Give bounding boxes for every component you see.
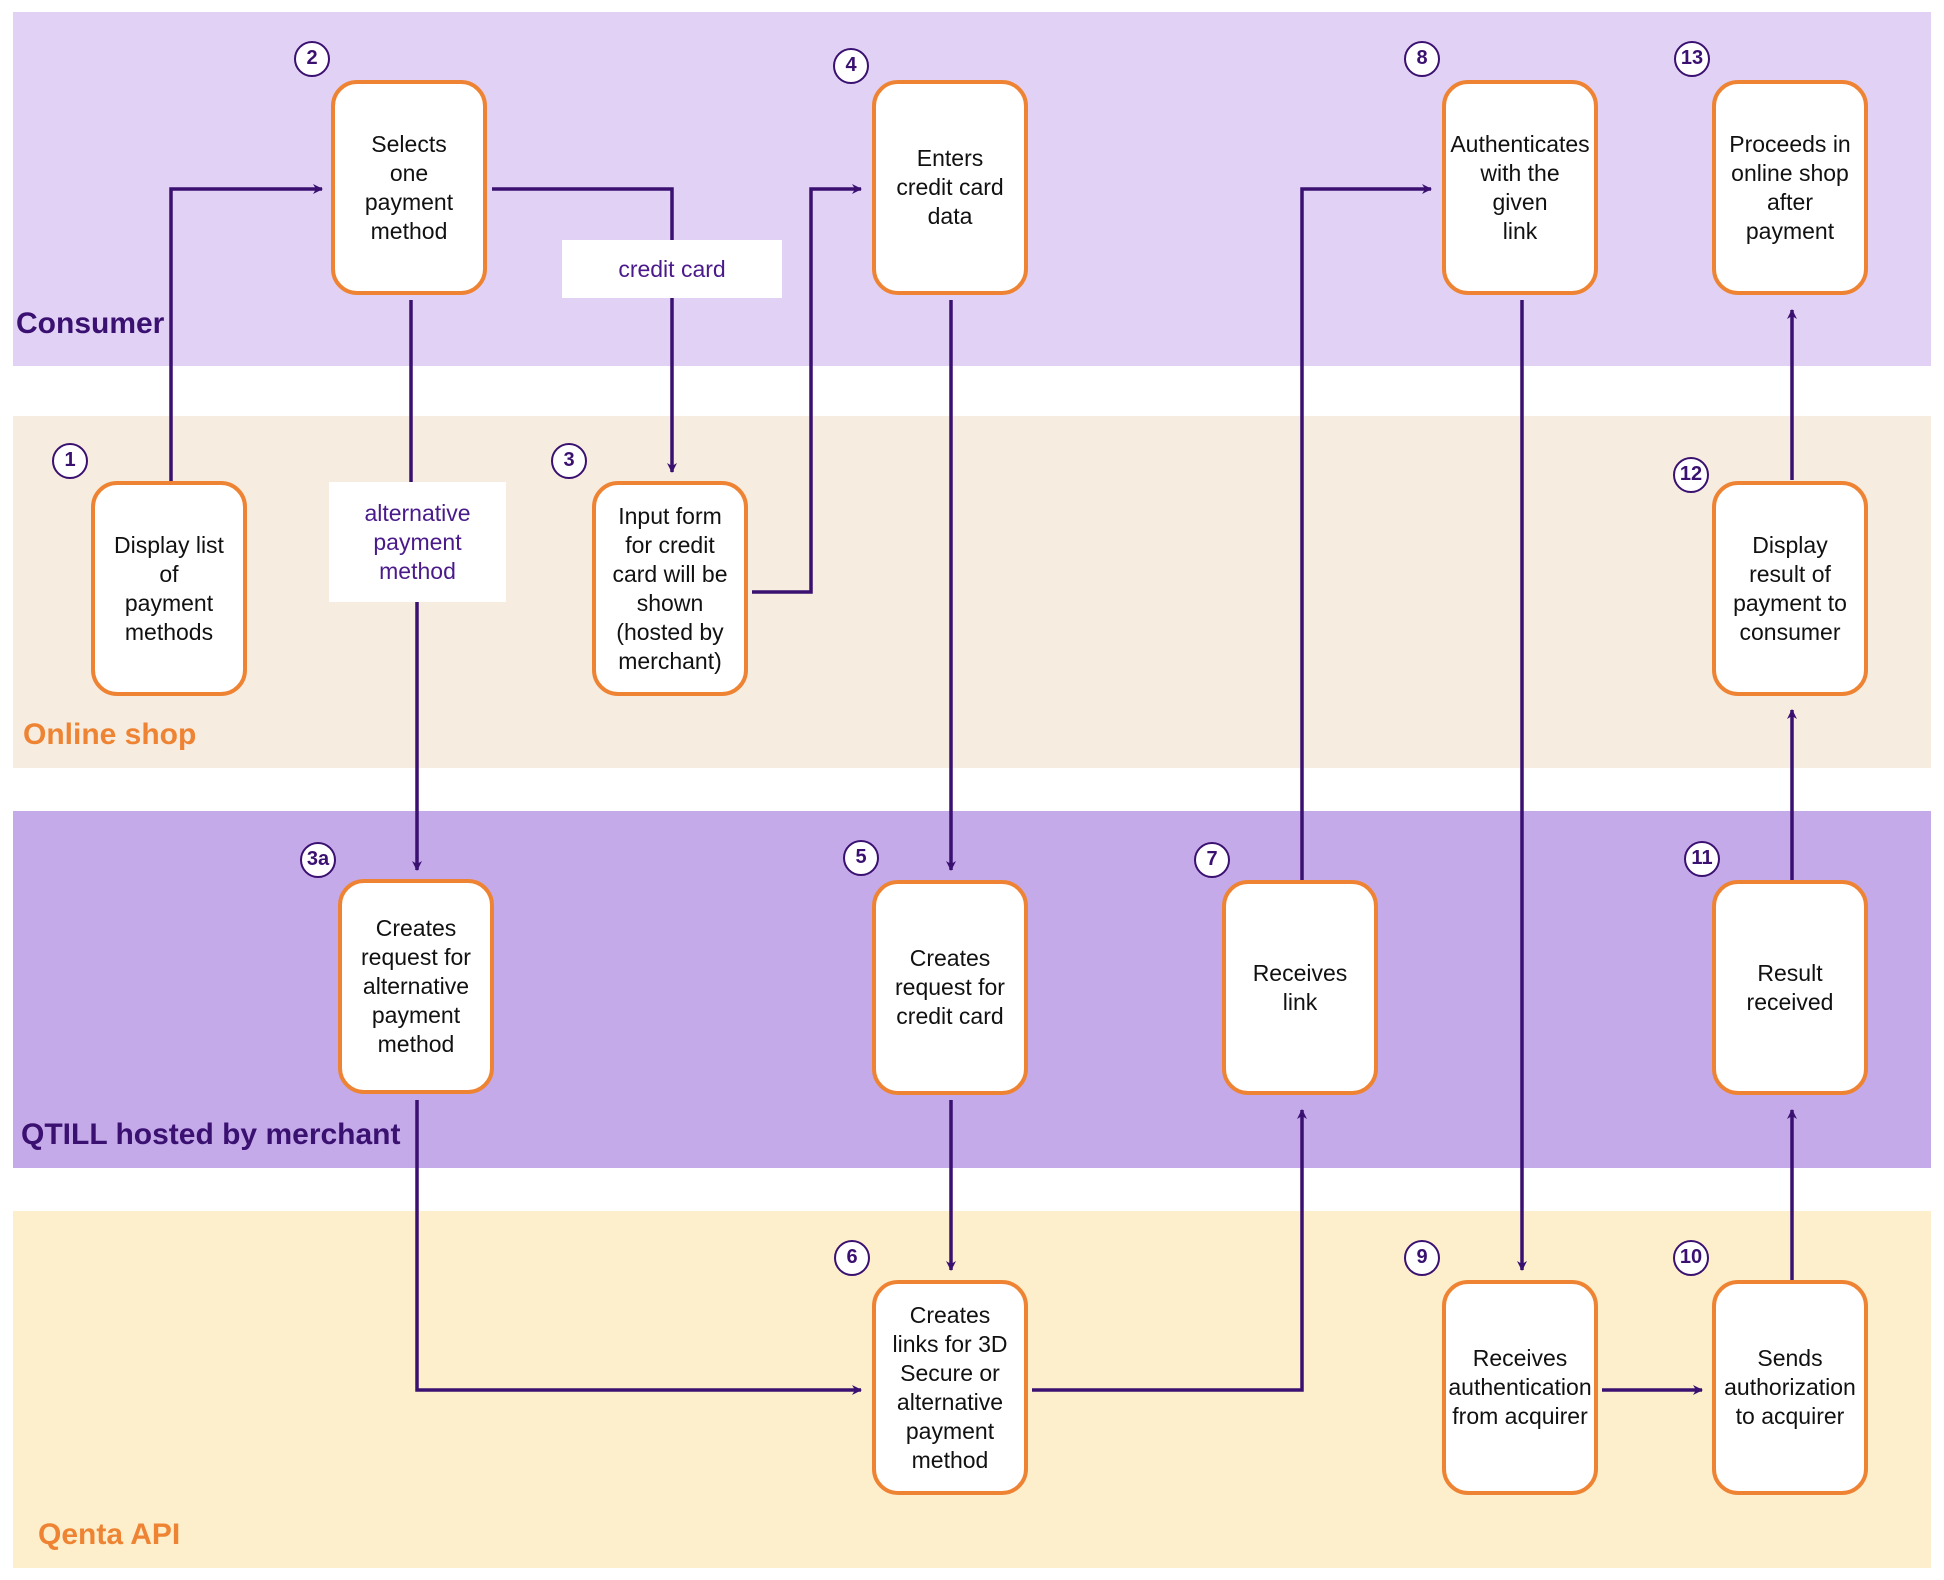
arrow-7-to-8 — [1300, 184, 1432, 880]
lane-label-consumer: Consumer — [16, 307, 165, 340]
arrow-1-to-2 — [169, 184, 323, 481]
step-3a-badge: 3a — [300, 842, 336, 878]
arrow-3-to-4 — [752, 184, 862, 594]
lane-label-qenta: Qenta API — [38, 1518, 181, 1551]
step-12-badge: 12 — [1673, 457, 1709, 493]
step-4-badge: 4 — [833, 48, 869, 84]
step-3a-text: Creates request for alternative payment … — [361, 915, 471, 1057]
step-11-box: Result received — [1712, 880, 1868, 1095]
lane-label-online-shop: Online shop — [23, 718, 197, 751]
step-7-box: Receives link — [1222, 880, 1378, 1095]
step-1-text: Display list of payment methods — [114, 531, 224, 645]
step-13-badge: 13 — [1674, 41, 1710, 77]
step-5-badge: 5 — [843, 840, 879, 876]
step-2-text: Selects one payment method — [364, 130, 454, 244]
step-7-badge: 7 — [1194, 842, 1230, 878]
arrow-6-to-7 — [1032, 1109, 1307, 1392]
edge-label-alternative-payment: alternative payment method — [329, 482, 506, 602]
step-3-box: Input form for credit card will be shown… — [592, 481, 748, 696]
step-5-text: Creates request for credit card — [895, 945, 1005, 1029]
step-13-box: Proceeds in online shop after payment — [1712, 80, 1868, 295]
step-4-box: Enters credit card data — [872, 80, 1028, 295]
step-3-text: Input form for credit card will be shown… — [612, 502, 728, 674]
step-10-text: Sends authorization to acquirer — [1724, 1345, 1856, 1429]
step-4-text: Enters credit card data — [896, 145, 1004, 229]
step-9-badge: 9 — [1404, 1240, 1440, 1276]
step-5-box: Creates request for credit card — [872, 880, 1028, 1095]
step-8-badge: 8 — [1404, 41, 1440, 77]
step-13-text: Proceeds in online shop after payment — [1729, 130, 1851, 244]
step-2-box: Selects one payment method — [331, 80, 487, 295]
step-8-text: Authenticates with the given link — [1450, 130, 1590, 244]
step-11-text: Result received — [1746, 959, 1834, 1015]
step-10-box: Sends authorization to acquirer — [1712, 1280, 1868, 1495]
lane-label-qtill: QTILL hosted by merchant — [21, 1118, 401, 1151]
step-7-text: Receives link — [1252, 959, 1348, 1015]
step-11-badge: 11 — [1684, 841, 1720, 877]
step-6-text: Creates links for 3D Secure or alternati… — [892, 1301, 1008, 1473]
step-8-box: Authenticates with the given link — [1442, 80, 1598, 295]
arrow-3a-to-6 — [415, 1100, 862, 1395]
step-6-box: Creates links for 3D Secure or alternati… — [872, 1280, 1028, 1495]
arrow-2-to-3 — [492, 187, 677, 473]
step-3a-box: Creates request for alternative payment … — [338, 879, 494, 1094]
step-1-box: Display list of payment methods — [91, 481, 247, 696]
step-1-badge: 1 — [52, 443, 88, 479]
step-10-badge: 10 — [1673, 1240, 1709, 1276]
step-2-badge: 2 — [294, 41, 330, 77]
step-12-box: Display result of payment to consumer — [1712, 481, 1868, 696]
step-6-badge: 6 — [834, 1240, 870, 1276]
step-9-text: Receives authentication from acquirer — [1448, 1345, 1592, 1429]
arrow-2-to-3a — [411, 300, 417, 870]
step-9-box: Receives authentication from acquirer — [1442, 1280, 1598, 1495]
edge-label-credit-card: credit card — [562, 240, 782, 298]
step-3-badge: 3 — [551, 443, 587, 479]
step-12-text: Display result of payment to consumer — [1733, 531, 1847, 645]
